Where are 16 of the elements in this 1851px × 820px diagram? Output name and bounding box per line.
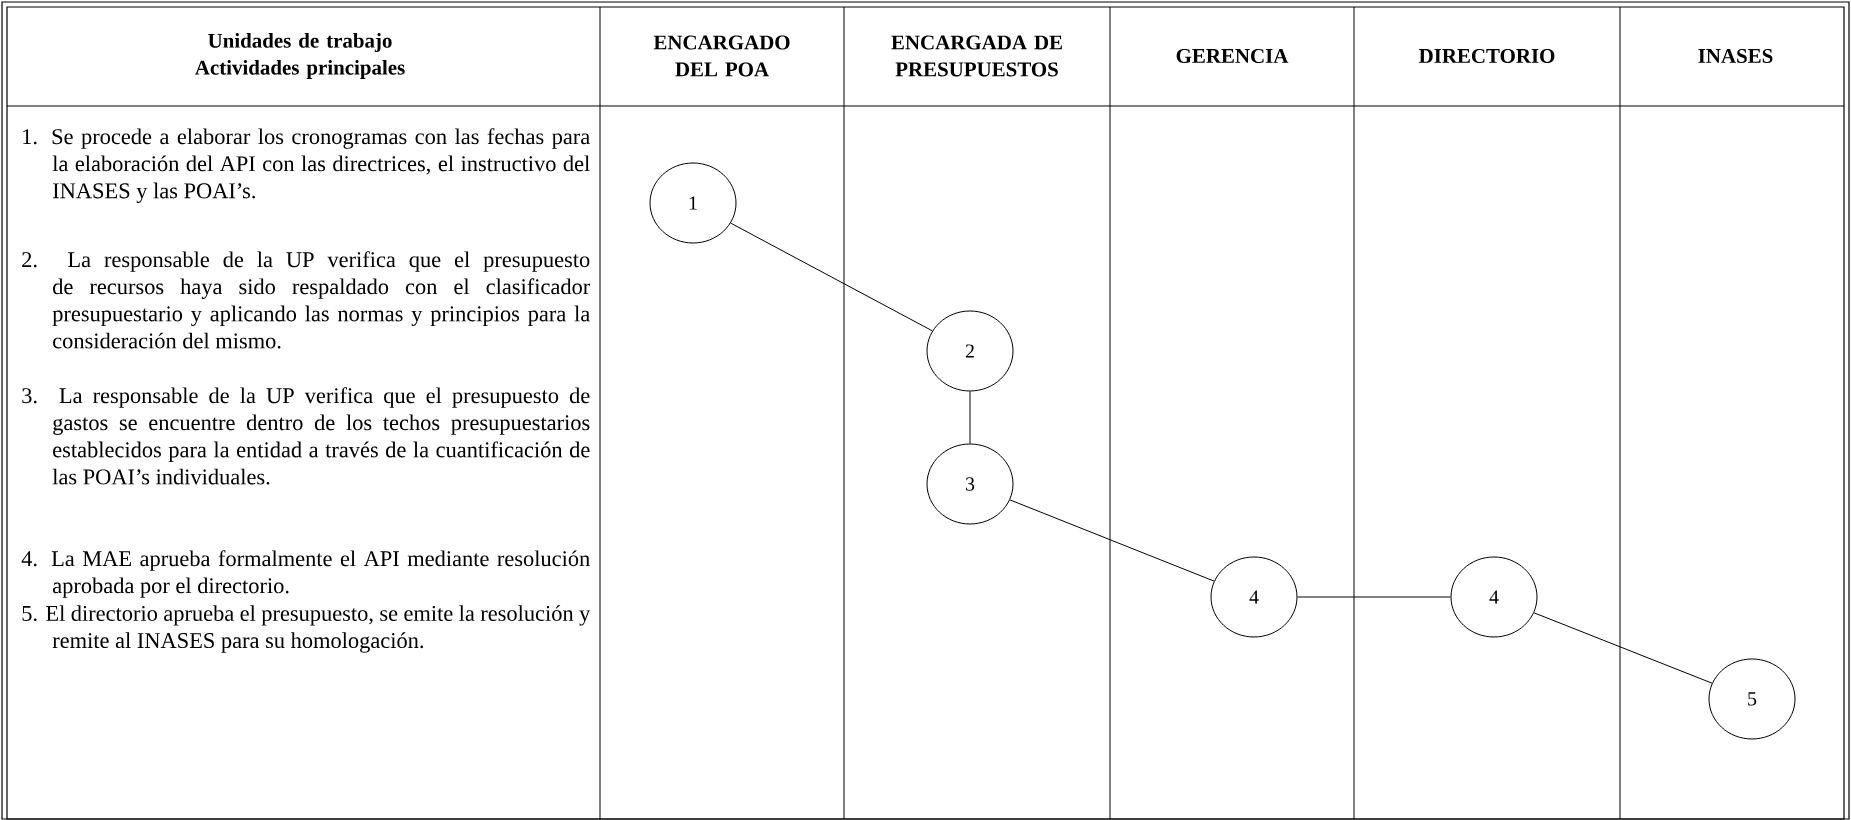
connector-line: [1009, 499, 1215, 582]
connector-line: [969, 391, 971, 444]
connector-line: [1533, 612, 1713, 684]
column-header: INASES: [1698, 48, 1773, 64]
column-header: DIRECTORIO: [1419, 48, 1555, 64]
connector-line: [1297, 596, 1451, 598]
list-item: 5. El directorio aprueba el presupuesto, se emite la resolución y remite al INASES para su homologación.: [22, 605, 591, 653]
list-item: 4. La MAE aprueba formalmente el API mediante resolución aprobada por el directorio.: [21, 550, 590, 598]
column-header: ENCARGADA DE PRESUPUESTOS: [891, 35, 1062, 77]
column-header: ENCARGADO DEL POA: [653, 35, 790, 77]
list-item: 2. La responsable de la UP verifica que el presupuesto de recursos haya sido respaldado con el clasificador presupuestario y aplicando las normas y principios para la consideración del mismo.: [22, 251, 591, 349]
column-header: Unidades de trabajo Actividades principales: [195, 33, 405, 79]
list-item: 1. Se procede a elaborar los cronogramas con las fechas para la elaboración del API con las directrices, el instructivo del INASES y las POAI’s.: [23, 128, 590, 203]
column-header: GERENCIA: [1176, 48, 1289, 64]
list-item: 3. La responsable de la UP verifica que el presupuesto de gastos se encuentre dentro de los techos presupuestarios establecidos para la entidad a través de la cuantificación de las POAI’s individuales.: [22, 387, 590, 485]
connector-line: [730, 222, 933, 332]
